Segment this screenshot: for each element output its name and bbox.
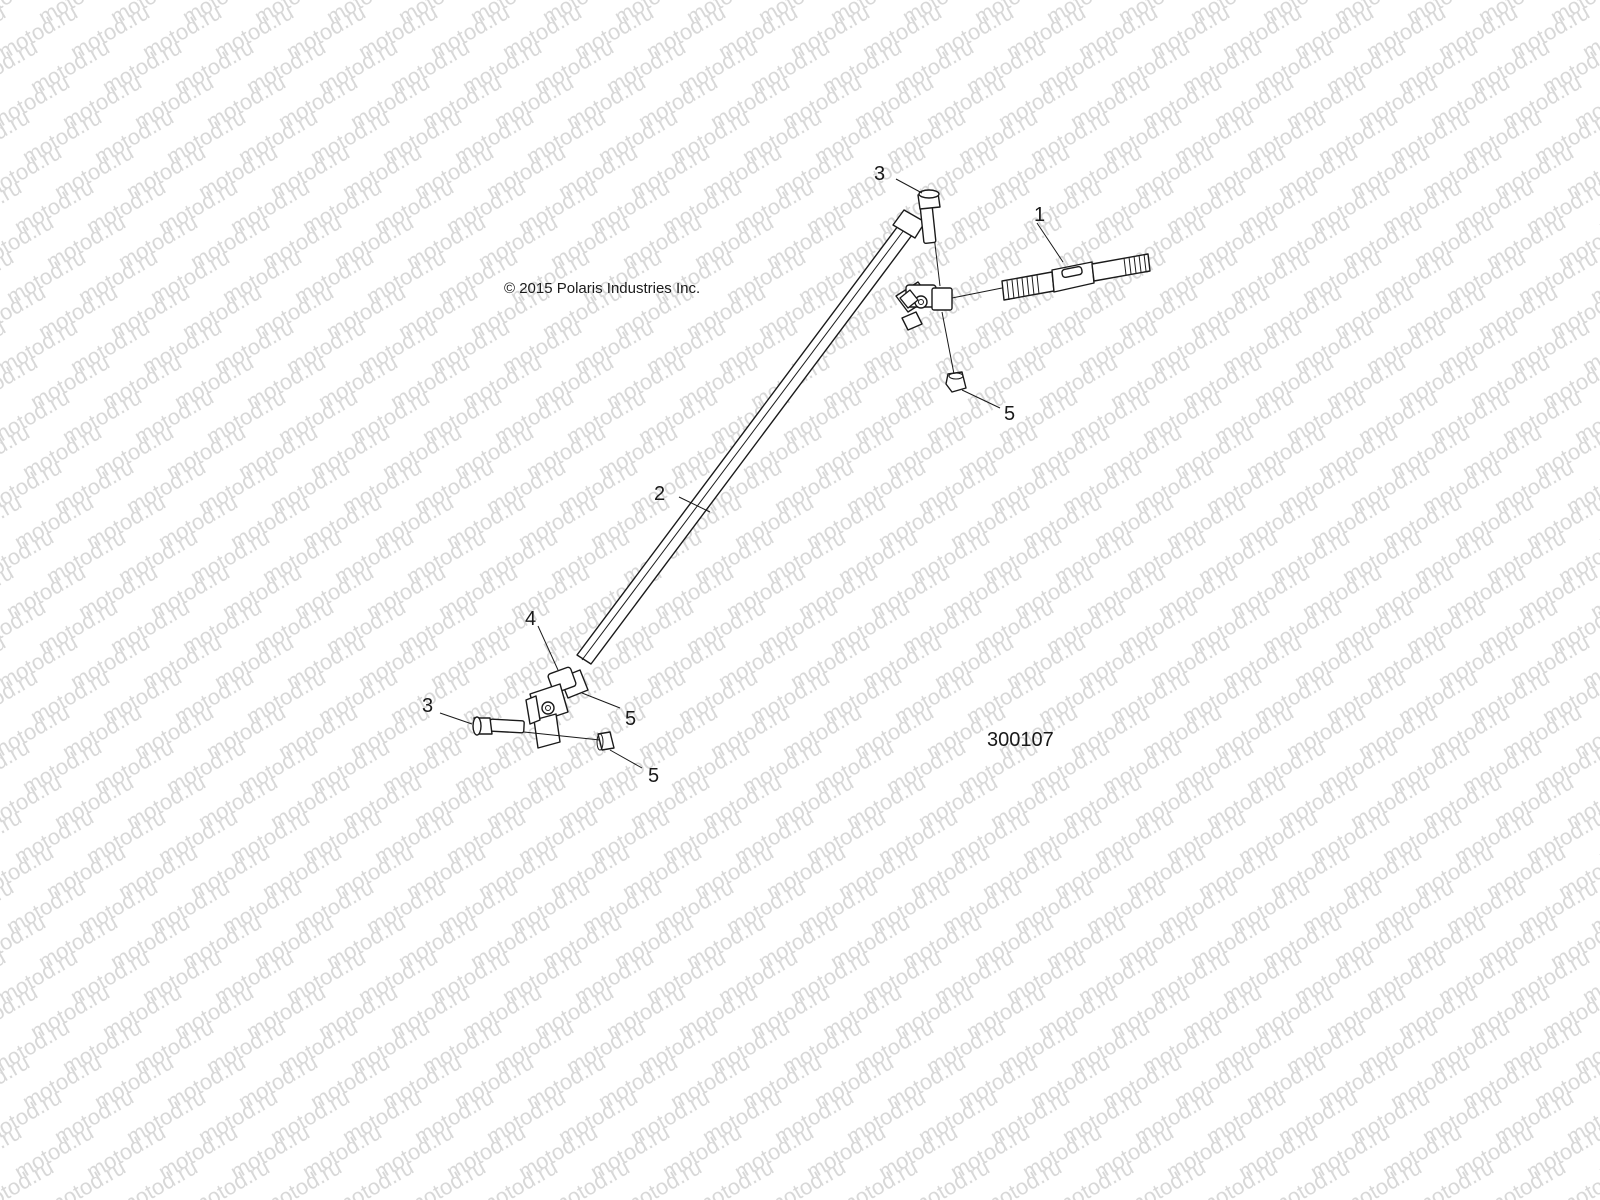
callout-3-bottom: 3: [422, 695, 433, 717]
callout-5-mid: 5: [625, 708, 636, 730]
callout-3-top: 3: [874, 163, 885, 185]
callout-1: 1: [1034, 204, 1045, 226]
callout-4: 4: [525, 608, 536, 630]
copyright-notice: © 2015 Polaris Industries Inc.: [504, 280, 700, 297]
callout-5-bottom: 5: [648, 765, 659, 787]
callout-2: 2: [654, 483, 665, 505]
figure-number: 300107: [987, 729, 1054, 751]
callout-5-top: 5: [1004, 403, 1015, 425]
